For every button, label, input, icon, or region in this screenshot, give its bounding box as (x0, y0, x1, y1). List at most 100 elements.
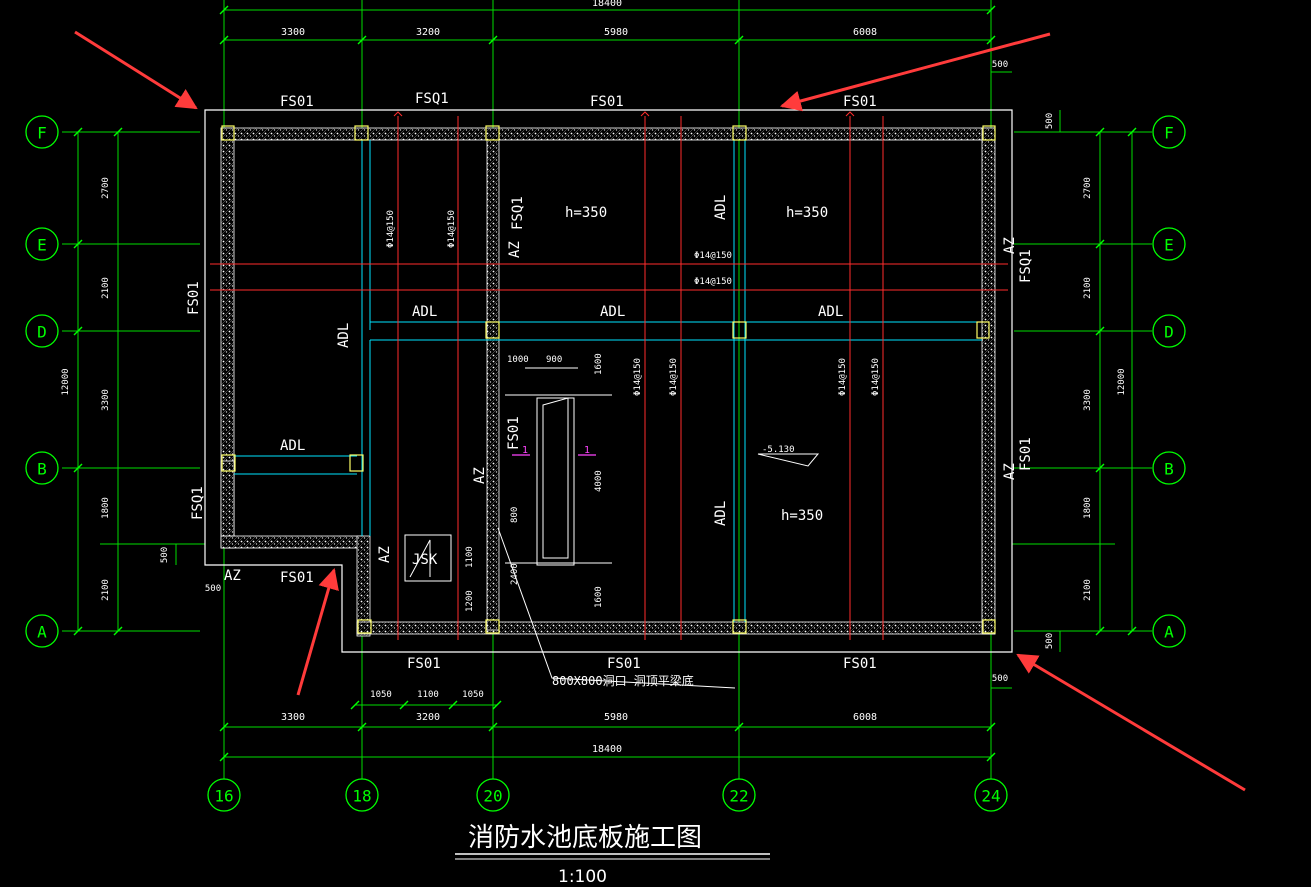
dimension-ticks (73, 5, 1137, 762)
label-fs01-top-1: FS01 (280, 94, 314, 110)
columns (221, 125, 996, 634)
dim-left-3: 3300 (101, 389, 111, 411)
drawing-title: 消防水池底板施工图 (468, 823, 702, 853)
dim-bottom-2: 3200 (416, 712, 440, 723)
slab-outline (204, 109, 1013, 653)
dim-right-4: 1800 (1083, 497, 1093, 519)
dim-right-total: 12000 (1117, 368, 1127, 395)
wall-labels: FS01 FSQ1 FS01 FS01 FS01 FS01 FS01 FS01 … (186, 91, 1034, 672)
dim-right-top-500: 500 (1045, 113, 1055, 129)
dim-4000: 4000 (594, 470, 604, 492)
annotation-arrows (74, 30, 1246, 792)
dim-right-2: 2100 (1083, 277, 1093, 299)
drawing-scale: 1:100 (558, 867, 607, 887)
dimensions-right: 2700 2100 3300 1800 2100 12000 500 500 (1045, 113, 1127, 649)
rebar-labels: Φ14@150 Φ14@150 Φ14@150 Φ14@150 Φ14@150 … (386, 210, 881, 396)
label-az-6: AZ (224, 568, 241, 584)
label-jsk: JSK (412, 552, 438, 568)
axis-16: 16 (214, 787, 233, 806)
label-fs01-top-3: FS01 (843, 94, 877, 110)
dim-800: 800 (510, 507, 520, 523)
dimensions-top: 18400 3300 3200 5980 6008 500 (281, 0, 1008, 70)
label-elevation: -5.130 (762, 445, 795, 455)
sump-pit (404, 367, 820, 689)
dim-top-3: 5980 (604, 27, 628, 38)
label-az-4: AZ (472, 467, 488, 484)
label-adl-1: ADL (412, 304, 437, 320)
axis-24: 24 (981, 787, 1000, 806)
dim-1200: 1200 (465, 590, 475, 612)
axis-left-b: B (37, 460, 47, 479)
label-fs01-top-2: FS01 (590, 94, 624, 110)
rebar-v-6: Φ14@150 (871, 358, 881, 396)
dim-top-total: 18400 (592, 0, 622, 9)
label-az-1: AZ (507, 241, 523, 258)
dim-1100: 1100 (465, 546, 475, 568)
dim-left-4: 1800 (101, 497, 111, 519)
dim-right-5: 2100 (1083, 579, 1093, 601)
label-az-5: AZ (377, 546, 393, 563)
axis-bubbles (25, 115, 1186, 812)
label-adl-7: ADL (713, 501, 729, 526)
dim-top-1: 3300 (281, 27, 305, 38)
label-h350-3: h=350 (781, 508, 823, 524)
axis-left-f: F (37, 124, 47, 143)
label-fs01-bottom-2: FS01 (607, 656, 641, 672)
beam-labels: ADL ADL ADL ADL ADL ADL ADL AZ AZ AZ AZ … (224, 195, 1018, 584)
dim-bottom-3: 5980 (604, 712, 628, 723)
dim-left-500: 500 (160, 547, 170, 563)
rebar-v-5: Φ14@150 (838, 358, 848, 396)
dim-left-5: 2100 (101, 579, 111, 601)
axis-right-e: E (1164, 236, 1174, 255)
rebar-h-1: Φ14@150 (694, 251, 732, 261)
dim-bottom-sub-2: 1100 (417, 690, 439, 700)
thickness-labels: h=350 h=350 h=350 (565, 205, 828, 524)
label-adl-3: ADL (818, 304, 843, 320)
rebar-v-4: Φ14@150 (669, 358, 679, 396)
label-fs01-left: FS01 (186, 281, 202, 315)
rebar-v-2: Φ14@150 (447, 210, 457, 248)
section-mark-right: 1 (584, 445, 590, 456)
dim-bottom-sub-3: 1050 (462, 690, 484, 700)
dim-bottom-sub-1: 1050 (370, 690, 392, 700)
dim-left-total: 12000 (61, 368, 71, 395)
dimensions-bottom: 3300 3200 5980 6008 18400 1050 1100 1050… (205, 584, 1008, 755)
dim-1000: 1000 (507, 355, 529, 365)
dim-left-1: 2700 (101, 177, 111, 199)
axis-labels: 16 18 20 22 24 F E D B A F E D B A (37, 124, 1174, 806)
dim-1600-bottom: 1600 (594, 586, 604, 608)
dim-bottom-total: 18400 (592, 744, 622, 755)
rebar-h-2: Φ14@150 (694, 277, 732, 287)
axis-right-a: A (1164, 623, 1174, 642)
axis-left-e: E (37, 236, 47, 255)
dim-bottom-500: 500 (992, 674, 1008, 684)
label-hole-note: 800X800洞口 洞顶平梁底 (552, 673, 694, 688)
label-fsq1-inner: FSQ1 (510, 196, 526, 230)
label-fs01-bottom-3: FS01 (843, 656, 877, 672)
label-fsq1-top: FSQ1 (415, 91, 449, 107)
label-adl-6: ADL (713, 195, 729, 220)
label-adl-2: ADL (600, 304, 625, 320)
axis-22: 22 (729, 787, 748, 806)
dim-bottom-left-500: 500 (205, 584, 221, 594)
axis-left-a: A (37, 623, 47, 642)
label-h350-1: h=350 (565, 205, 607, 221)
dim-right-3: 3300 (1083, 389, 1093, 411)
label-h350-2: h=350 (786, 205, 828, 221)
label-fs01-right-2: FS01 (1018, 437, 1034, 471)
rebar-v-1: Φ14@150 (386, 210, 396, 248)
dim-right-bottom-500: 500 (1045, 633, 1055, 649)
label-az-2: AZ (1002, 237, 1018, 254)
axis-left-d: D (37, 323, 47, 342)
dim-2400: 2400 (510, 563, 520, 585)
dim-left-2: 2100 (101, 277, 111, 299)
pit-dimensions: 1000 900 1600 4000 1600 800 1100 1200 24… (412, 353, 795, 688)
dimensions-left: 2700 2100 3300 1800 2100 12000 500 (61, 177, 170, 601)
arrow-bottom-left (296, 567, 339, 696)
axis-right-f: F (1164, 124, 1174, 143)
axis-right-b: B (1164, 460, 1174, 479)
label-fs01-pit: FS01 (506, 416, 522, 450)
arrow-top-left (74, 30, 198, 110)
dim-top-2: 3200 (416, 27, 440, 38)
label-az-3: AZ (1002, 463, 1018, 480)
